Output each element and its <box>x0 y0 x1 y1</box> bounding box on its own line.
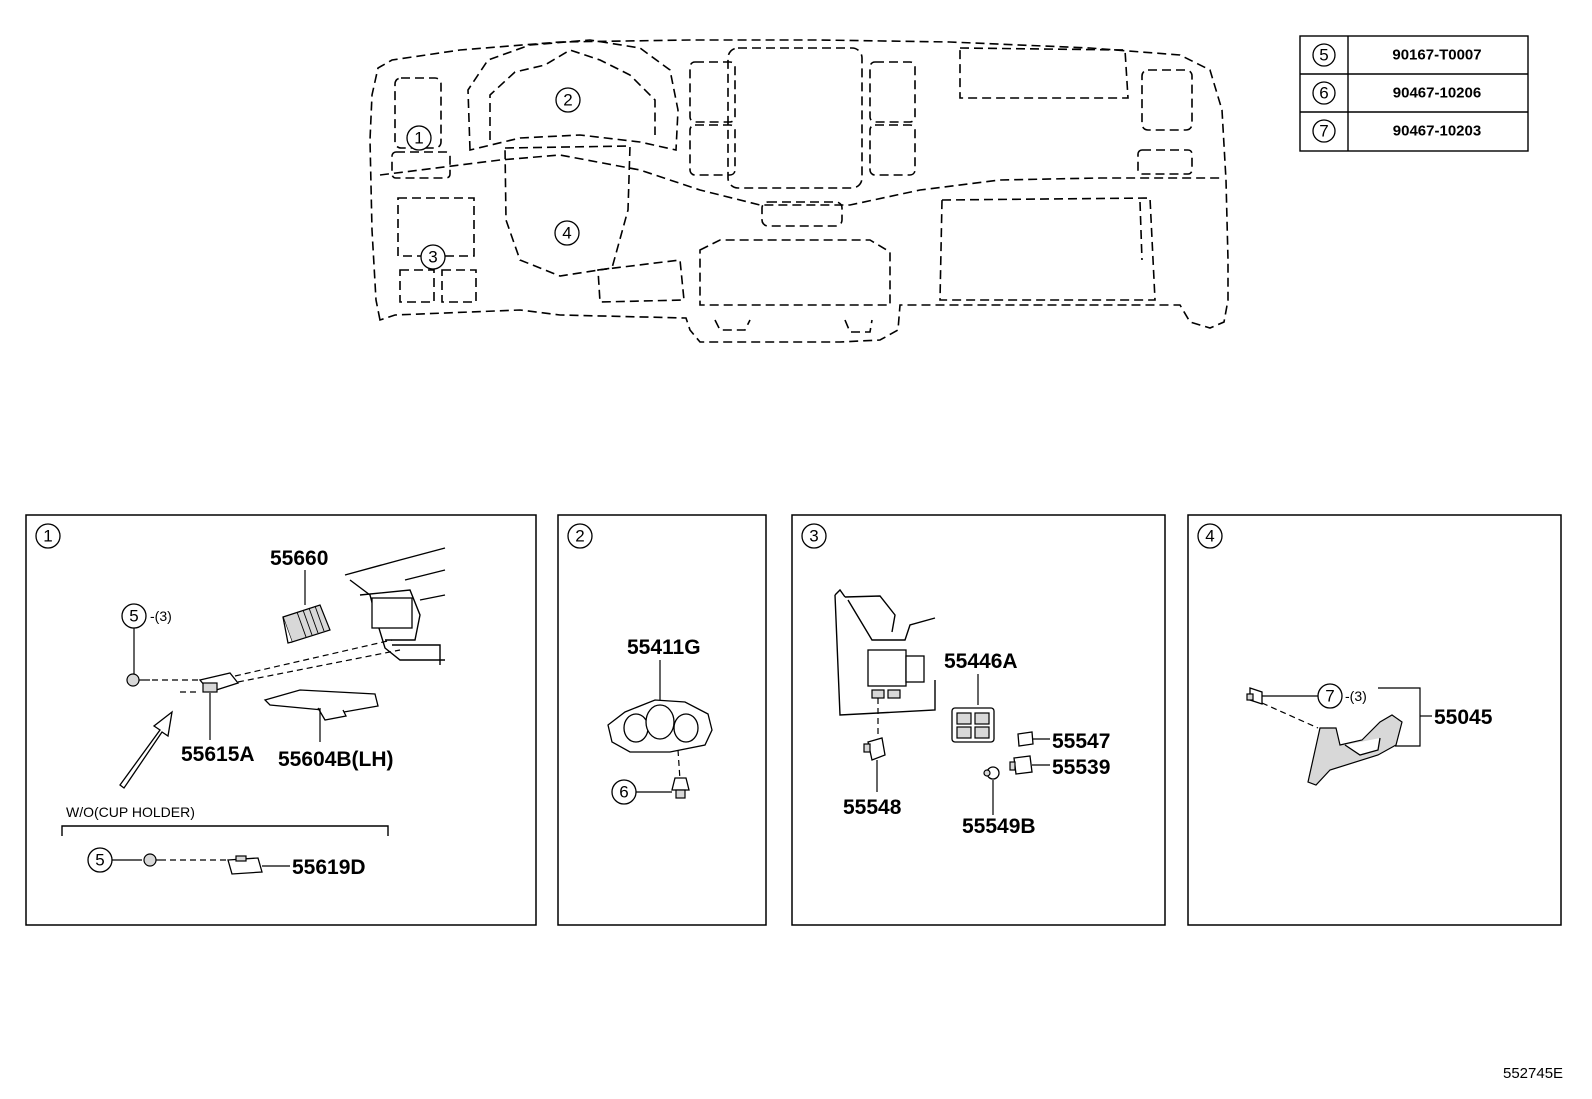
detail-panel-1: 1 55660 5 -(3) <box>25 514 537 926</box>
part-number: 90467-10203 <box>1393 123 1481 140</box>
clip-qty: -(3) <box>1345 688 1367 704</box>
part-55539-switch[interactable] <box>1009 755 1033 775</box>
lower-panel-illustration <box>834 588 936 716</box>
overview-callout-3[interactable]: 3 <box>420 244 446 270</box>
svg-text:5: 5 <box>95 851 104 870</box>
screw-icon <box>126 673 150 687</box>
svg-text:1: 1 <box>414 129 423 148</box>
svg-text:3: 3 <box>428 248 437 267</box>
panel-ref: 2 <box>575 527 584 546</box>
part-number: 90467-10206 <box>1393 85 1481 102</box>
variant-note: W/O(CUP HOLDER) <box>66 804 195 820</box>
svg-text:6: 6 <box>619 783 628 802</box>
part-55619d-clip[interactable] <box>227 855 263 875</box>
detail-panel-4: 4 7 -(3) 55045 <box>1187 514 1562 926</box>
svg-text:7: 7 <box>1325 687 1334 706</box>
panel-ref: 1 <box>43 527 52 546</box>
part-55411g-meter-cluster[interactable] <box>607 699 713 753</box>
parts-table: 5 90167-T0007 6 90467-10206 7 90467-1020… <box>1299 35 1529 152</box>
clip-icon <box>671 777 690 799</box>
part-number: 90167-T0007 <box>1392 47 1481 64</box>
direction-arrow-icon <box>119 710 173 789</box>
diagram-id: 552745E <box>1503 1065 1563 1082</box>
panel-ref: 4 <box>1205 527 1214 546</box>
part-label-55619d: 55619D <box>292 856 366 879</box>
svg-text:5: 5 <box>129 607 138 626</box>
part-label-55547: 55547 <box>1052 730 1110 753</box>
clip-icon <box>1246 687 1263 705</box>
table-row: 7 90467-10203 <box>1312 119 1481 143</box>
screw-icon <box>143 853 166 867</box>
part-label-55548: 55548 <box>843 796 902 819</box>
detail-panel-3: 3 55548 55446A <box>791 514 1166 926</box>
part-55660-vent[interactable] <box>282 604 331 644</box>
part-label-55615a: 55615A <box>181 743 255 766</box>
screw-qty: -(3) <box>150 608 172 624</box>
svg-text:7: 7 <box>1319 122 1328 141</box>
panel-ref: 3 <box>809 527 818 546</box>
overview-callout-1[interactable]: 1 <box>406 125 432 151</box>
part-label-55660: 55660 <box>270 547 328 570</box>
svg-text:5: 5 <box>1319 46 1328 65</box>
part-55604b-cover[interactable] <box>263 689 379 721</box>
part-label-55045: 55045 <box>1434 706 1493 729</box>
part-55549b-knob[interactable] <box>983 766 1000 780</box>
dashboard-overview: 1 2 3 4 <box>369 39 1229 343</box>
part-55547-connector[interactable] <box>1017 731 1034 747</box>
svg-text:2: 2 <box>563 91 572 110</box>
overview-callout-2[interactable]: 2 <box>555 87 581 113</box>
part-label-55539: 55539 <box>1052 756 1110 779</box>
svg-text:4: 4 <box>562 224 571 243</box>
overview-callout-4[interactable]: 4 <box>554 220 580 246</box>
part-label-55549b: 55549B <box>962 815 1036 838</box>
part-label-55446a: 55446A <box>944 650 1018 673</box>
part-55615a-bracket[interactable] <box>198 672 240 693</box>
table-row: 6 90467-10206 <box>1312 81 1481 105</box>
detail-panel-2: 2 55411G 6 <box>557 514 767 926</box>
part-55045-cover[interactable] <box>1307 714 1403 786</box>
part-55446a-switch-panel[interactable] <box>951 707 995 743</box>
table-row: 5 90167-T0007 <box>1312 43 1482 67</box>
part-label-55604b: 55604B(LH) <box>278 748 394 771</box>
part-55548-switch[interactable] <box>863 737 886 761</box>
svg-text:6: 6 <box>1319 84 1328 103</box>
part-label-55411g: 55411G <box>627 636 701 659</box>
